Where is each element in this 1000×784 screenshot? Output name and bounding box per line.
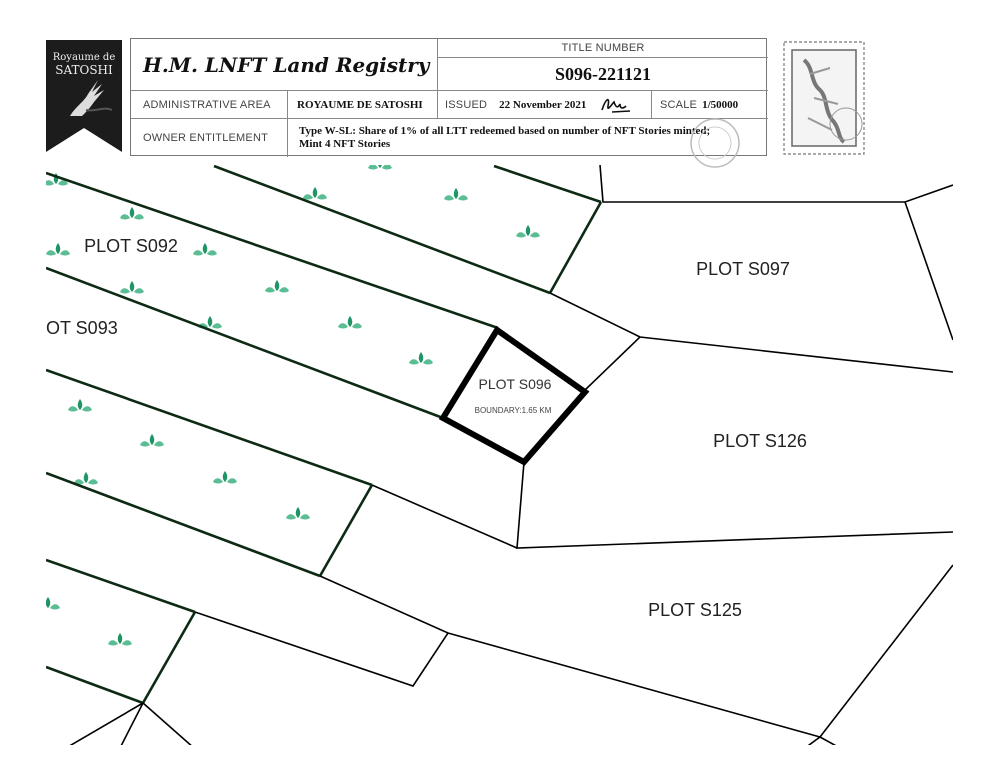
logo-line1: Royaume de xyxy=(53,52,116,63)
logo-line2: SATOSHI xyxy=(55,63,113,77)
registry-title: H.M. LNFT Land Registry xyxy=(143,52,430,77)
plot-label-s093: OT S093 xyxy=(46,318,118,338)
postage-stamp-icon xyxy=(780,38,868,158)
plot-label-s126: PLOT S126 xyxy=(713,431,807,451)
issued-label: ISSUED xyxy=(445,98,488,111)
title-number: S096-221121 xyxy=(554,63,651,84)
scale-value: 1/50000 xyxy=(702,98,739,111)
plant-icons xyxy=(46,165,540,646)
issued-date: 22 November 2021 xyxy=(499,98,587,111)
plot-label-s092: PLOT S092 xyxy=(84,236,178,256)
selected-plot-label: PLOT S096 xyxy=(479,376,552,392)
admin-area-label: ADMINISTRATIVE AREA xyxy=(143,98,271,111)
plot-boundaries xyxy=(69,165,953,745)
plot-label-s125: PLOT S125 xyxy=(648,600,742,620)
scale-label: SCALE xyxy=(660,98,698,111)
selected-plot-s096[interactable] xyxy=(438,325,590,466)
title-number-label: TITLE NUMBER xyxy=(561,42,645,54)
owner-entitlement-line2: Mint 4 NFT Stories xyxy=(299,138,391,150)
admin-area-value: ROYAUME DE SATOSHI xyxy=(297,98,423,111)
selected-plot-boundary: BOUNDARY:1.65 KM xyxy=(475,406,552,415)
owner-entitlement-line1: Type W-SL: Share of 1% of all LTT redeem… xyxy=(299,125,711,137)
registry-header-table: H.M. LNFT Land Registry TITLE NUMBER S09… xyxy=(130,38,768,168)
postmark-seal-icon xyxy=(690,118,740,168)
winged-foot-icon xyxy=(70,80,113,116)
plot-label-s097: PLOT S097 xyxy=(696,259,790,279)
owner-entitlement-label: OWNER ENTITLEMENT xyxy=(143,132,269,144)
strip-boundaries xyxy=(46,165,603,705)
royaume-de-satoshi-logo: Royaume de SATOSHI xyxy=(46,40,122,152)
signature-icon xyxy=(601,98,631,113)
